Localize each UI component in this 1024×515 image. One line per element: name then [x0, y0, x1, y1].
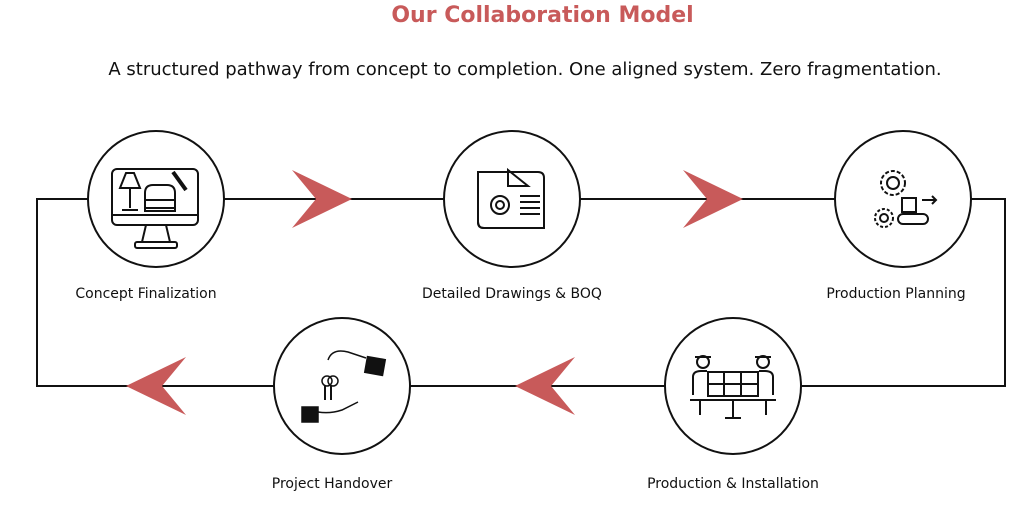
monitor-furniture-design-icon — [111, 168, 199, 249]
step-label-project-handover: Project Handover — [271, 476, 393, 492]
key-handover-icon — [301, 350, 387, 423]
gears-conveyor-icon — [874, 170, 938, 228]
step-circle-5 — [273, 317, 411, 455]
arrow-right-icon — [683, 170, 743, 228]
page-subtitle: A structured pathway from concept to com… — [108, 59, 942, 80]
step-label-production-planning: Production Planning — [826, 286, 966, 302]
step-circle-4 — [664, 317, 802, 455]
step-label-detailed-drawings: Detailed Drawings & BOQ — [422, 286, 602, 302]
step-label-concept-finalization: Concept Finalization — [75, 286, 217, 302]
page-title: Our Collaboration Model — [391, 3, 694, 28]
arrow-left-icon — [515, 357, 575, 415]
workers-panel-icon — [690, 355, 776, 419]
step-circle-2 — [443, 130, 581, 268]
arrow-right-icon — [292, 170, 352, 228]
arrow-left-icon — [126, 357, 186, 415]
blueprint-gear-icon — [477, 167, 545, 229]
flow-loop-line — [36, 198, 1006, 387]
step-label-production-installation: Production & Installation — [647, 476, 819, 492]
